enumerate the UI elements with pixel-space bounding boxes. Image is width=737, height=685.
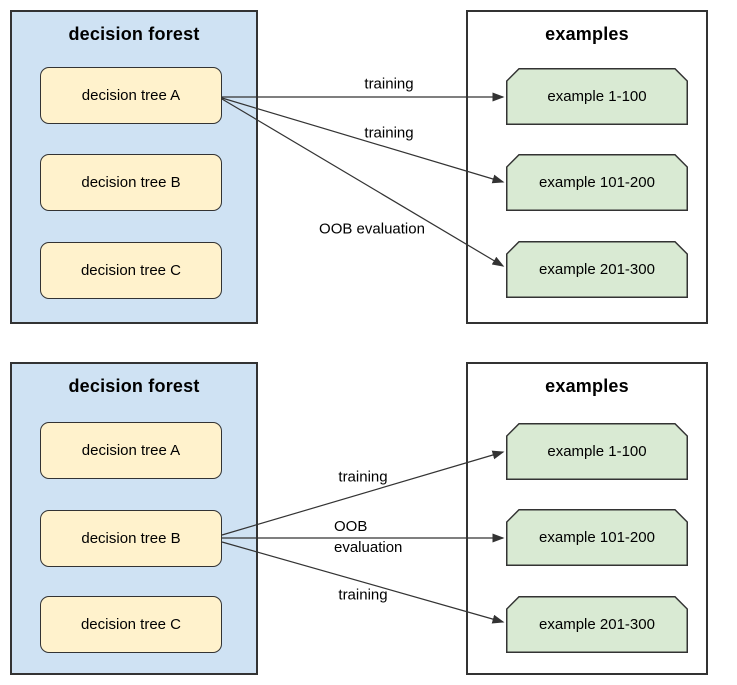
d2-arrow-label-training-2: training bbox=[338, 586, 388, 604]
d1-node-example-101-200: example 101-200 bbox=[506, 154, 688, 211]
d2-node-example-1-100-label: example 1-100 bbox=[547, 443, 647, 460]
d1-arrow-treeA-to-example-101-200 bbox=[221, 97, 505, 184]
d1-node-decision-tree-c: decision tree C bbox=[40, 242, 222, 299]
d2-node-decision-tree-a-label: decision tree A bbox=[81, 442, 181, 459]
d1-node-example-201-300-label: example 201-300 bbox=[539, 261, 655, 278]
d2-node-decision-tree-a: decision tree A bbox=[40, 422, 222, 479]
d1-node-example-201-300: example 201-300 bbox=[506, 241, 688, 298]
d1-arrow-label-oob-evaluation: OOB evaluation bbox=[319, 220, 425, 238]
d1-arrow-treeA-to-example-201-300 bbox=[221, 98, 505, 267]
d2-node-example-201-300-label: example 201-300 bbox=[539, 616, 655, 633]
d1-arrow-label-training-1: training bbox=[364, 75, 414, 93]
d1-node-decision-tree-b-label: decision tree B bbox=[81, 174, 181, 191]
snipped-rect-shape bbox=[506, 154, 688, 211]
d1-node-example-101-200-label: example 101-200 bbox=[539, 174, 655, 191]
d2-node-decision-tree-c-label: decision tree C bbox=[80, 616, 182, 633]
d2-arrow-label-training-1: training bbox=[338, 468, 388, 486]
snipped-rect-shape bbox=[506, 596, 688, 653]
d1-node-decision-tree-c-label: decision tree C bbox=[80, 262, 182, 279]
d1-forest-title: decision forest bbox=[68, 24, 200, 44]
d2-arrow-label-oob-evaluation: OOB evaluation bbox=[334, 518, 403, 556]
d2-forest-title: decision forest bbox=[68, 376, 200, 396]
snipped-rect-shape bbox=[506, 509, 688, 566]
d2-node-example-1-100: example 1-100 bbox=[506, 423, 688, 480]
snipped-rect-shape bbox=[506, 68, 688, 125]
d2-node-example-101-200-label: example 101-200 bbox=[539, 529, 655, 546]
d1-arrow-label-training-2: training bbox=[364, 124, 414, 142]
d2-examples-title: examples bbox=[545, 376, 629, 396]
d1-node-decision-tree-a: decision tree A bbox=[40, 67, 222, 124]
d2-node-decision-tree-c: decision tree C bbox=[40, 596, 222, 653]
d1-node-decision-tree-b: decision tree B bbox=[40, 154, 222, 211]
d2-node-example-201-300: example 201-300 bbox=[506, 596, 688, 653]
d2-node-decision-tree-b-label: decision tree B bbox=[81, 530, 181, 547]
d1-node-example-1-100-label: example 1-100 bbox=[547, 88, 647, 105]
d1-examples-title: examples bbox=[545, 24, 629, 44]
d2-node-example-101-200: example 101-200 bbox=[506, 509, 688, 566]
snipped-rect-shape bbox=[506, 241, 688, 298]
snipped-rect-shape bbox=[506, 423, 688, 480]
d2-node-decision-tree-b: decision tree B bbox=[40, 510, 222, 567]
d1-node-decision-tree-a-label: decision tree A bbox=[81, 87, 181, 104]
d1-node-example-1-100: example 1-100 bbox=[506, 68, 688, 125]
